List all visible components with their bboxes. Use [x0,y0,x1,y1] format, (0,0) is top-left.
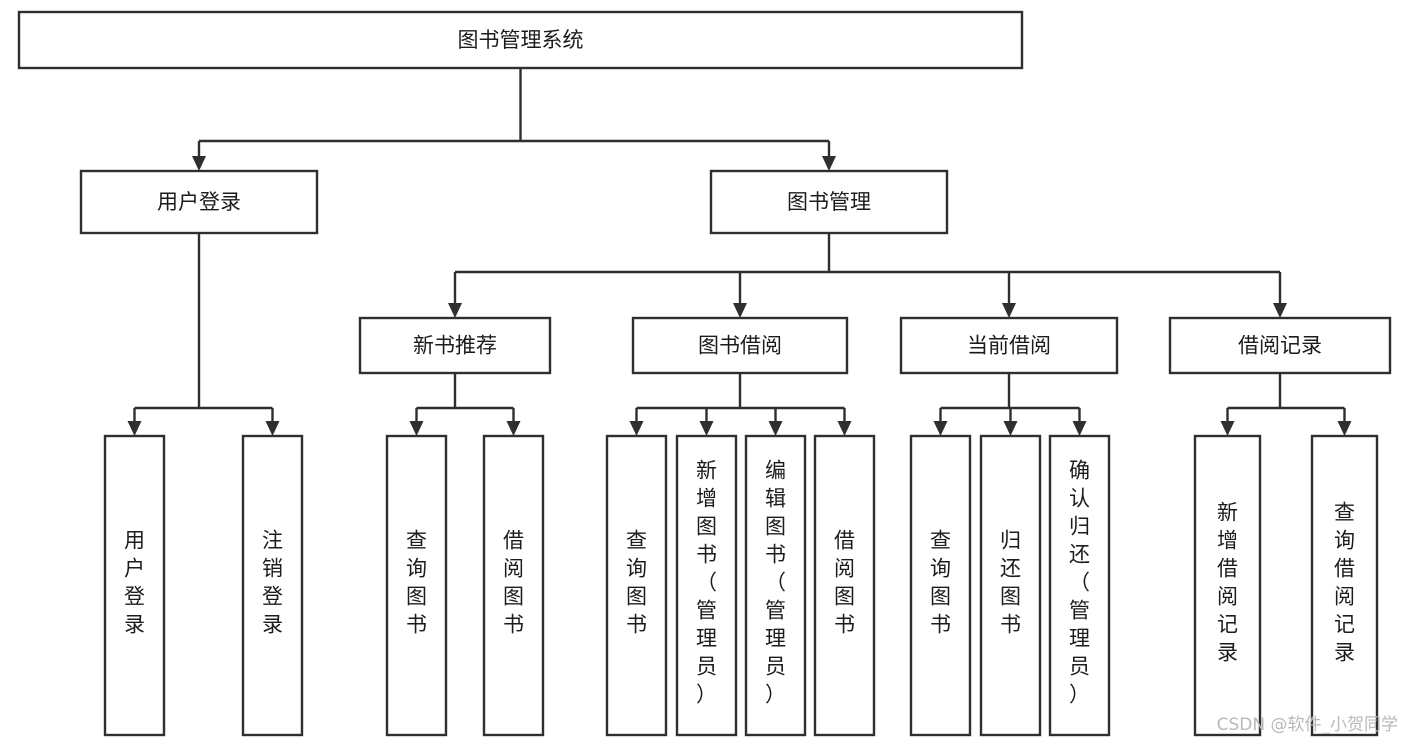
arrow-head-icon [1003,421,1018,436]
node-leaf-add-borrow-record[interactable]: 新增借阅记录 [1193,434,1262,737]
node-label: 当前借阅 [967,334,1051,358]
node-new-book-recommend[interactable]: 新书推荐 [358,316,552,375]
node-leaf-user-login[interactable]: 用户登录 [103,434,166,737]
node-current-borrow[interactable]: 当前借阅 [899,316,1119,375]
node-box[interactable] [103,434,166,737]
node-label: 图书管理 [787,190,871,214]
node-leaf-borrow-book[interactable]: 借阅图书 [813,434,876,737]
arrow-head-icon [822,156,836,171]
arrow-head-icon [768,421,783,436]
node-box[interactable] [899,316,1119,375]
node-box[interactable] [1193,434,1262,737]
node-box[interactable] [79,169,319,235]
node-box[interactable] [605,434,668,737]
node-root[interactable]: 图书管理系统 [17,10,1024,70]
node-label: 新书推荐 [413,334,497,358]
node-label: 查询图书 [406,529,427,637]
node-leaf-query-borrow-record[interactable]: 查询借阅记录 [1310,434,1379,737]
arrow-head-icon [409,421,424,436]
arrow-head-icon [265,421,280,436]
node-box[interactable] [241,434,304,737]
node-leaf-edit-book[interactable]: 编辑图书（管理员） [744,434,807,737]
arrow-head-icon [837,421,852,436]
arrow-head-icon [733,303,747,318]
node-label: 图书管理系统 [458,28,584,52]
node-box[interactable] [1310,434,1379,737]
node-leaf-add-book[interactable]: 新增图书（管理员） [675,434,738,737]
node-box[interactable] [675,434,738,737]
node-leaf-logout-login[interactable]: 注销登录 [241,434,304,737]
node-label: 新增借阅记录 [1217,501,1238,665]
node-box[interactable] [709,169,949,235]
node-borrow-record[interactable]: 借阅记录 [1168,316,1392,375]
node-label: 编辑图书（管理员） [765,459,786,707]
node-leaf-return-book[interactable]: 归还图书 [979,434,1042,737]
node-box[interactable] [979,434,1042,737]
node-box[interactable] [1168,316,1392,375]
node-user-login[interactable]: 用户登录 [79,169,319,235]
node-label: 查询图书 [626,529,647,637]
node-box[interactable] [17,10,1024,70]
node-box[interactable] [631,316,849,375]
arrow-head-icon [629,421,644,436]
node-label: 注销登录 [262,529,283,637]
node-label: 借阅记录 [1238,334,1322,358]
node-box[interactable] [813,434,876,737]
arrow-head-icon [506,421,521,436]
node-label: 查询借阅记录 [1334,501,1355,665]
node-leaf-confirm-return[interactable]: 确认归还（管理员） [1048,434,1111,737]
node-box[interactable] [909,434,972,737]
watermark-label: CSDN @软件_小贺同学 [1217,715,1398,735]
arrow-head-icon [1072,421,1087,436]
node-leaf-query-book-rec[interactable]: 查询图书 [385,434,448,737]
node-leaf-borrow-book-rec[interactable]: 借阅图书 [482,434,545,737]
arrow-head-icon [1220,421,1235,436]
nodes-layer: 图书管理系统用户登录图书管理新书推荐图书借阅当前借阅借阅记录用户登录注销登录查询… [17,10,1392,737]
arrow-head-icon [1273,303,1287,318]
node-leaf-query-book-current[interactable]: 查询图书 [909,434,972,737]
node-label: 图书借阅 [698,334,782,358]
node-box[interactable] [385,434,448,737]
node-label: 查询图书 [930,529,951,637]
node-box[interactable] [744,434,807,737]
node-label: 新增图书（管理员） [696,459,717,707]
arrow-head-icon [192,156,206,171]
node-book-borrow[interactable]: 图书借阅 [631,316,849,375]
connectors-layer [127,68,1352,436]
arrow-head-icon [1337,421,1352,436]
node-box[interactable] [1048,434,1111,737]
node-box[interactable] [482,434,545,737]
arrow-head-icon [1002,303,1016,318]
node-label: 归还图书 [1000,529,1021,637]
node-label: 借阅图书 [503,529,524,637]
node-label: 用户登录 [157,190,241,214]
node-book-manage[interactable]: 图书管理 [709,169,949,235]
node-box[interactable] [358,316,552,375]
node-label: 用户登录 [124,529,145,637]
arrow-head-icon [448,303,462,318]
arrow-head-icon [933,421,948,436]
node-label: 确认归还（管理员） [1069,459,1090,707]
arrow-head-icon [699,421,714,436]
arrow-head-icon [127,421,142,436]
node-label: 借阅图书 [834,529,855,637]
node-leaf-query-book-borrow[interactable]: 查询图书 [605,434,668,737]
